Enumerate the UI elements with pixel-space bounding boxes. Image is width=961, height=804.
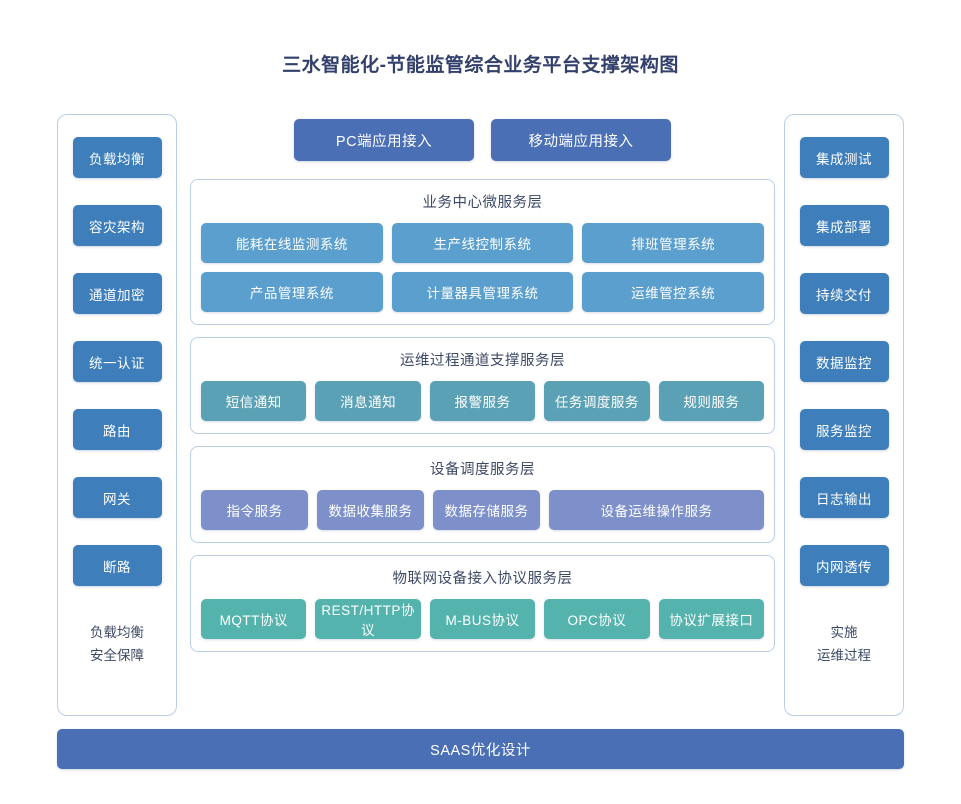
left-chip-1[interactable]: 容灾架构 bbox=[72, 205, 162, 246]
saas-optimization-bar: SAAS优化设计 bbox=[57, 729, 904, 769]
service-node[interactable]: 产品管理系统 bbox=[201, 272, 383, 312]
service-layer-2: 设备调度服务层指令服务数据收集服务数据存储服务设备运维操作服务 bbox=[190, 446, 775, 543]
left-chip-0[interactable]: 负载均衡 bbox=[72, 137, 162, 178]
service-node[interactable]: 排班管理系统 bbox=[582, 223, 765, 263]
right-support-panel: 集成测试集成部署持续交付数据监控服务监控日志输出内网透传 实施 运维过程 bbox=[784, 114, 904, 716]
left-footer-line-1: 负载均衡 bbox=[90, 625, 144, 640]
entry-button-0[interactable]: PC端应用接入 bbox=[294, 119, 474, 161]
service-layer-title-3: 物联网设备接入协议服务层 bbox=[392, 571, 573, 587]
service-node[interactable]: 规则服务 bbox=[658, 381, 765, 421]
right-chip-3[interactable]: 数据监控 bbox=[799, 341, 889, 382]
service-node[interactable]: 报警服务 bbox=[429, 381, 536, 421]
service-layer-0: 业务中心微服务层能耗在线监测系统生产线控制系统排班管理系统产品管理系统计量器具管… bbox=[190, 179, 775, 325]
service-node-row: 指令服务数据收集服务数据存储服务设备运维操作服务 bbox=[201, 490, 764, 530]
right-footer-line-2: 运维过程 bbox=[817, 648, 871, 663]
service-node[interactable]: 数据存储服务 bbox=[433, 490, 541, 530]
service-node[interactable]: 任务调度服务 bbox=[544, 381, 650, 421]
page-title: 三水智能化-节能监管综合业务平台支撑架构图 bbox=[282, 55, 679, 76]
left-chip-list: 负载均衡容灾架构通道加密统一认证路由网关断路 bbox=[72, 137, 162, 613]
right-chip-1[interactable]: 集成部署 bbox=[799, 205, 889, 246]
service-node[interactable]: 短信通知 bbox=[201, 381, 307, 421]
application-entry-row: PC端应用接入移动端应用接入 bbox=[190, 119, 775, 161]
left-footer-line-2: 安全保障 bbox=[90, 648, 144, 663]
service-node-row: 产品管理系统计量器具管理系统运维管控系统 bbox=[201, 272, 765, 312]
service-node[interactable]: M-BUS协议 bbox=[429, 599, 536, 639]
right-chip-6[interactable]: 内网透传 bbox=[799, 545, 889, 586]
service-node[interactable]: 消息通知 bbox=[315, 381, 421, 421]
service-node[interactable]: 设备运维操作服务 bbox=[549, 490, 764, 530]
service-layer-title-0: 业务中心微服务层 bbox=[422, 195, 543, 211]
service-node[interactable]: MQTT协议 bbox=[201, 599, 307, 639]
left-chip-2[interactable]: 通道加密 bbox=[72, 273, 162, 314]
service-layer-title-1: 运维过程通道支撑服务层 bbox=[400, 353, 565, 369]
service-node[interactable]: 协议扩展接口 bbox=[658, 599, 765, 639]
right-chip-list: 集成测试集成部署持续交付数据监控服务监控日志输出内网透传 bbox=[799, 137, 889, 613]
service-node[interactable]: 运维管控系统 bbox=[582, 272, 765, 312]
right-chip-5[interactable]: 日志输出 bbox=[799, 477, 889, 518]
service-node[interactable]: 计量器具管理系统 bbox=[391, 272, 574, 312]
service-node[interactable]: 能耗在线监测系统 bbox=[201, 223, 383, 263]
service-node[interactable]: 生产线控制系统 bbox=[391, 223, 574, 263]
left-chip-5[interactable]: 网关 bbox=[72, 477, 162, 518]
service-node-row: 短信通知消息通知报警服务任务调度服务规则服务 bbox=[201, 381, 765, 421]
service-node[interactable]: 数据收集服务 bbox=[317, 490, 425, 530]
service-layer-1: 运维过程通道支撑服务层短信通知消息通知报警服务任务调度服务规则服务 bbox=[190, 337, 775, 434]
service-node-row: 能耗在线监测系统生产线控制系统排班管理系统 bbox=[201, 223, 765, 263]
right-footer-line-1: 实施 bbox=[830, 625, 858, 640]
right-panel-footer: 实施 运维过程 bbox=[817, 621, 871, 667]
right-chip-4[interactable]: 服务监控 bbox=[799, 409, 889, 450]
service-node[interactable]: 指令服务 bbox=[201, 490, 309, 530]
left-chip-3[interactable]: 统一认证 bbox=[72, 341, 162, 382]
right-chip-0[interactable]: 集成测试 bbox=[799, 137, 889, 178]
entry-button-1[interactable]: 移动端应用接入 bbox=[491, 119, 671, 161]
service-layer-title-2: 设备调度服务层 bbox=[430, 462, 535, 478]
service-layer-stack: 业务中心微服务层能耗在线监测系统生产线控制系统排班管理系统产品管理系统计量器具管… bbox=[190, 179, 775, 664]
left-panel-footer: 负载均衡 安全保障 bbox=[90, 621, 144, 667]
service-node[interactable]: REST/HTTP协议 bbox=[315, 599, 421, 639]
left-chip-4[interactable]: 路由 bbox=[72, 409, 162, 450]
left-chip-6[interactable]: 断路 bbox=[72, 545, 162, 586]
left-support-panel: 负载均衡容灾架构通道加密统一认证路由网关断路 负载均衡 安全保障 bbox=[57, 114, 177, 716]
service-node[interactable]: OPC协议 bbox=[544, 599, 650, 639]
right-chip-2[interactable]: 持续交付 bbox=[799, 273, 889, 314]
